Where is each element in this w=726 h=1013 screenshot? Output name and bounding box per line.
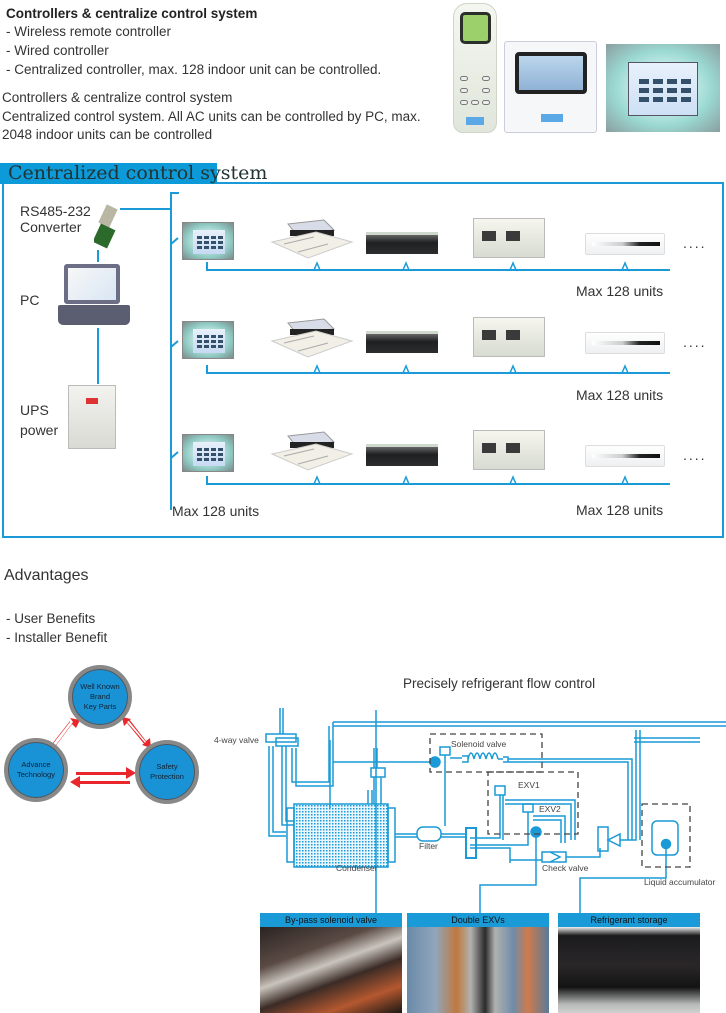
central-panel-icon — [182, 434, 234, 472]
intro-para-line: Centralized control system. All AC units… — [2, 109, 421, 124]
max-units-label: Max 128 units — [576, 502, 664, 518]
more-units-ellipsis: .... — [683, 447, 707, 463]
laptop-keyboard — [58, 305, 130, 325]
intro-bullet: - Wired controller — [6, 43, 109, 58]
intro-title: Controllers & centralize control system — [6, 6, 258, 21]
converter-icon — [94, 204, 118, 249]
photo-refrigerant-storage: Refrigerant storage — [558, 913, 700, 1013]
ducted-ahu-icon — [473, 218, 545, 258]
filter-label: Filter — [419, 841, 438, 851]
intro-bullet: - Wireless remote controller — [6, 24, 172, 39]
flow-title: Precisely refrigerant flow control — [403, 676, 596, 691]
centralized-system-frame — [2, 182, 724, 538]
more-units-ellipsis: .... — [683, 334, 707, 350]
laptop-icon — [64, 264, 120, 304]
photo-caption: Refrigerant storage — [558, 913, 700, 927]
ducted-ahu-icon — [473, 430, 545, 470]
wall-unit-icon — [585, 332, 665, 354]
central-panel-icon — [182, 321, 234, 359]
photo-double-exvs: Double EXVs — [407, 913, 549, 1013]
cassette-unit-icon — [268, 317, 354, 358]
cassette-unit-icon — [268, 218, 354, 259]
duct-unit-icon — [366, 232, 438, 254]
wall-unit-icon — [585, 445, 665, 467]
duct-unit-icon — [366, 331, 438, 353]
cassette-unit-icon — [268, 430, 354, 471]
touch-panel-image — [606, 44, 720, 132]
advantage-item: - Installer Benefit — [6, 630, 108, 645]
refrigerant-flow-diagram — [265, 708, 726, 915]
photo-caption: Double EXVs — [407, 913, 549, 927]
check-valve-label: Check valve — [542, 863, 589, 873]
wall-unit-icon — [585, 233, 665, 255]
central-panel-icon — [182, 222, 234, 260]
photo-bypass-solenoid: By-pass solenoid valve — [260, 913, 402, 1013]
duct-unit-icon — [366, 444, 438, 466]
more-units-ellipsis: .... — [683, 235, 707, 251]
pc-label: PC — [20, 292, 40, 308]
liquid-accumulator-label: Liquid accumulator — [644, 877, 716, 887]
solenoid-valve-label: Solenoid valve — [451, 739, 507, 749]
advantages-title: Advantages — [4, 567, 89, 584]
section-header: Centralized control system — [0, 162, 267, 184]
intro-bullet: - Centralized controller, max. 128 indoo… — [6, 62, 382, 77]
photo-caption: By-pass solenoid valve — [260, 913, 402, 927]
exv2-label: EXV2 — [539, 804, 561, 814]
advantage-arrows — [47, 717, 151, 788]
condenser-label: Condenser — [336, 863, 378, 873]
exv1-label: EXV1 — [518, 780, 540, 790]
intro-para-title: Controllers & centralize control system — [2, 90, 233, 105]
ducted-ahu-icon — [473, 317, 545, 357]
section-header-label: Centralized control system — [8, 162, 268, 184]
max-units-label: Max 128 units — [576, 387, 664, 403]
wired-controller-image — [504, 41, 597, 133]
bus-wiring — [97, 192, 670, 510]
advantage-item: - User Benefits — [6, 611, 96, 626]
ups-icon — [68, 385, 116, 449]
bus-max-label: Max 128 units — [172, 503, 260, 519]
wireless-remote-image — [453, 3, 497, 133]
intro-para-line: 2048 indoor units can be controlled — [2, 127, 213, 142]
max-units-label: Max 128 units — [576, 283, 664, 299]
four-way-valve-label: 4-way valve — [214, 735, 259, 745]
